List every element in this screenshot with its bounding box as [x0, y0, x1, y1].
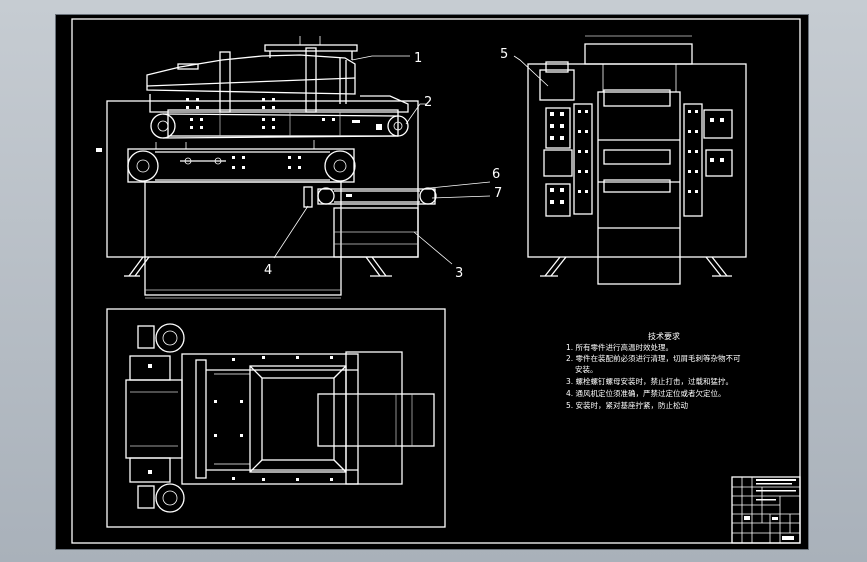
note-line-3: 安装。 [575, 364, 598, 374]
part-number-5: 5 [500, 47, 508, 62]
technical-notes: 技术要求 1. 所有零件进行高温时效处理。 2. 零件在装配前必须进行清理，切屑… [566, 331, 741, 410]
note-line-2: 2. 零件在装配前必须进行清理，切屑毛刺等杂物不可 [566, 353, 741, 363]
side-view [527, 35, 747, 285]
note-line-6: 5. 安装时，紧对基座拧紧，防止松动 [566, 400, 689, 410]
leader-lines [273, 55, 549, 265]
notes-title: 技术要求 [648, 331, 680, 341]
title-block [731, 476, 801, 544]
note-line-1: 1. 所有零件进行高温时效处理。 [566, 342, 673, 352]
part-number-labels: 1 2 3 4 5 6 7 [264, 47, 508, 281]
drawing-border [71, 18, 801, 544]
plan-view [106, 308, 446, 528]
part-number-3: 3 [455, 266, 463, 281]
note-line-5: 4. 通风机定位须准确，严禁过定位或者欠定位。 [566, 388, 726, 398]
part-number-7: 7 [494, 186, 502, 201]
part-number-2: 2 [424, 95, 432, 110]
part-number-4: 4 [264, 263, 272, 278]
part-number-6: 6 [492, 167, 500, 182]
note-line-4: 3. 螺栓螺钉螺母安装时，禁止打击，过载和猛拧。 [566, 376, 733, 386]
drawing-sheet [55, 14, 809, 550]
front-view [96, 36, 437, 299]
part-number-1: 1 [414, 51, 422, 66]
